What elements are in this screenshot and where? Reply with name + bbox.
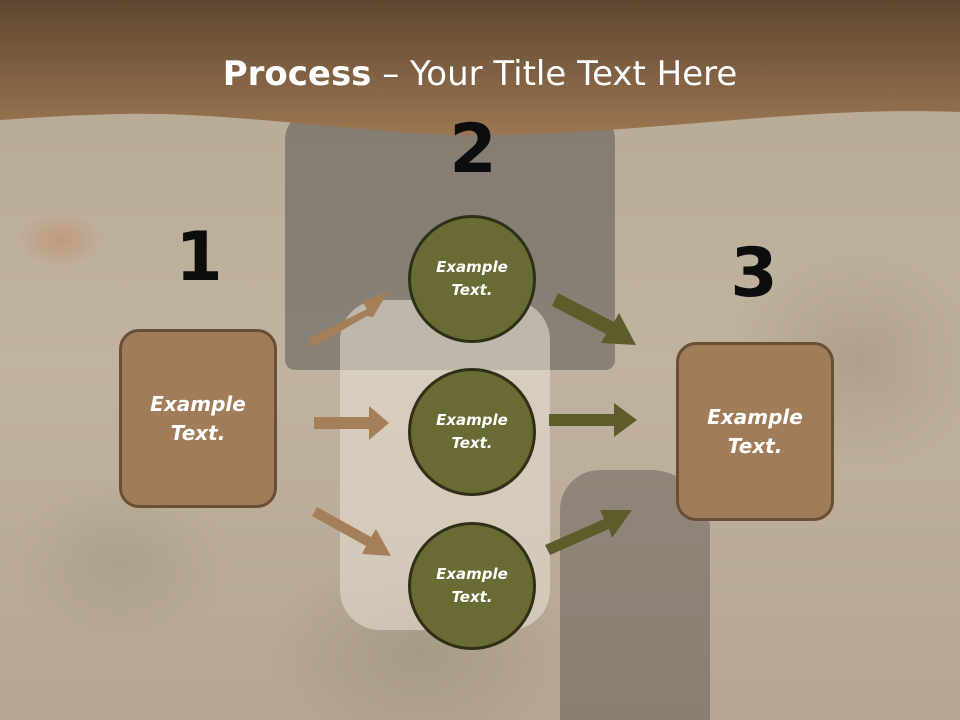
step-number-3: 3 <box>730 234 778 313</box>
left-box-label: Example Text. <box>150 391 246 445</box>
arrow-top-to-right <box>552 293 636 345</box>
arrow-middle-to-right <box>549 403 637 437</box>
circle-top-label: Example Text. <box>436 258 508 299</box>
arrow-left-to-middle <box>314 406 389 440</box>
circle-middle-label: Example Text. <box>436 411 508 452</box>
circle-middle: Example Text. <box>408 368 536 496</box>
arrow-bottom-to-right <box>545 510 632 555</box>
arrow-left-to-bottom <box>312 507 391 556</box>
step-number-1: 1 <box>175 218 223 297</box>
circle-bottom-label: Example Text. <box>436 565 508 606</box>
right-text-box: Example Text. <box>676 342 834 521</box>
arrow-left-to-top <box>308 292 388 347</box>
left-text-box: Example Text. <box>119 329 277 508</box>
header-banner <box>0 0 960 135</box>
slide-title: Process – Your Title Text Here <box>0 54 960 94</box>
circle-bottom: Example Text. <box>408 522 536 650</box>
circle-top: Example Text. <box>408 215 536 343</box>
title-rest: – Your Title Text Here <box>371 54 738 94</box>
step-number-2: 2 <box>449 110 497 189</box>
title-bold: Process <box>222 54 372 94</box>
right-box-label: Example Text. <box>707 404 803 458</box>
